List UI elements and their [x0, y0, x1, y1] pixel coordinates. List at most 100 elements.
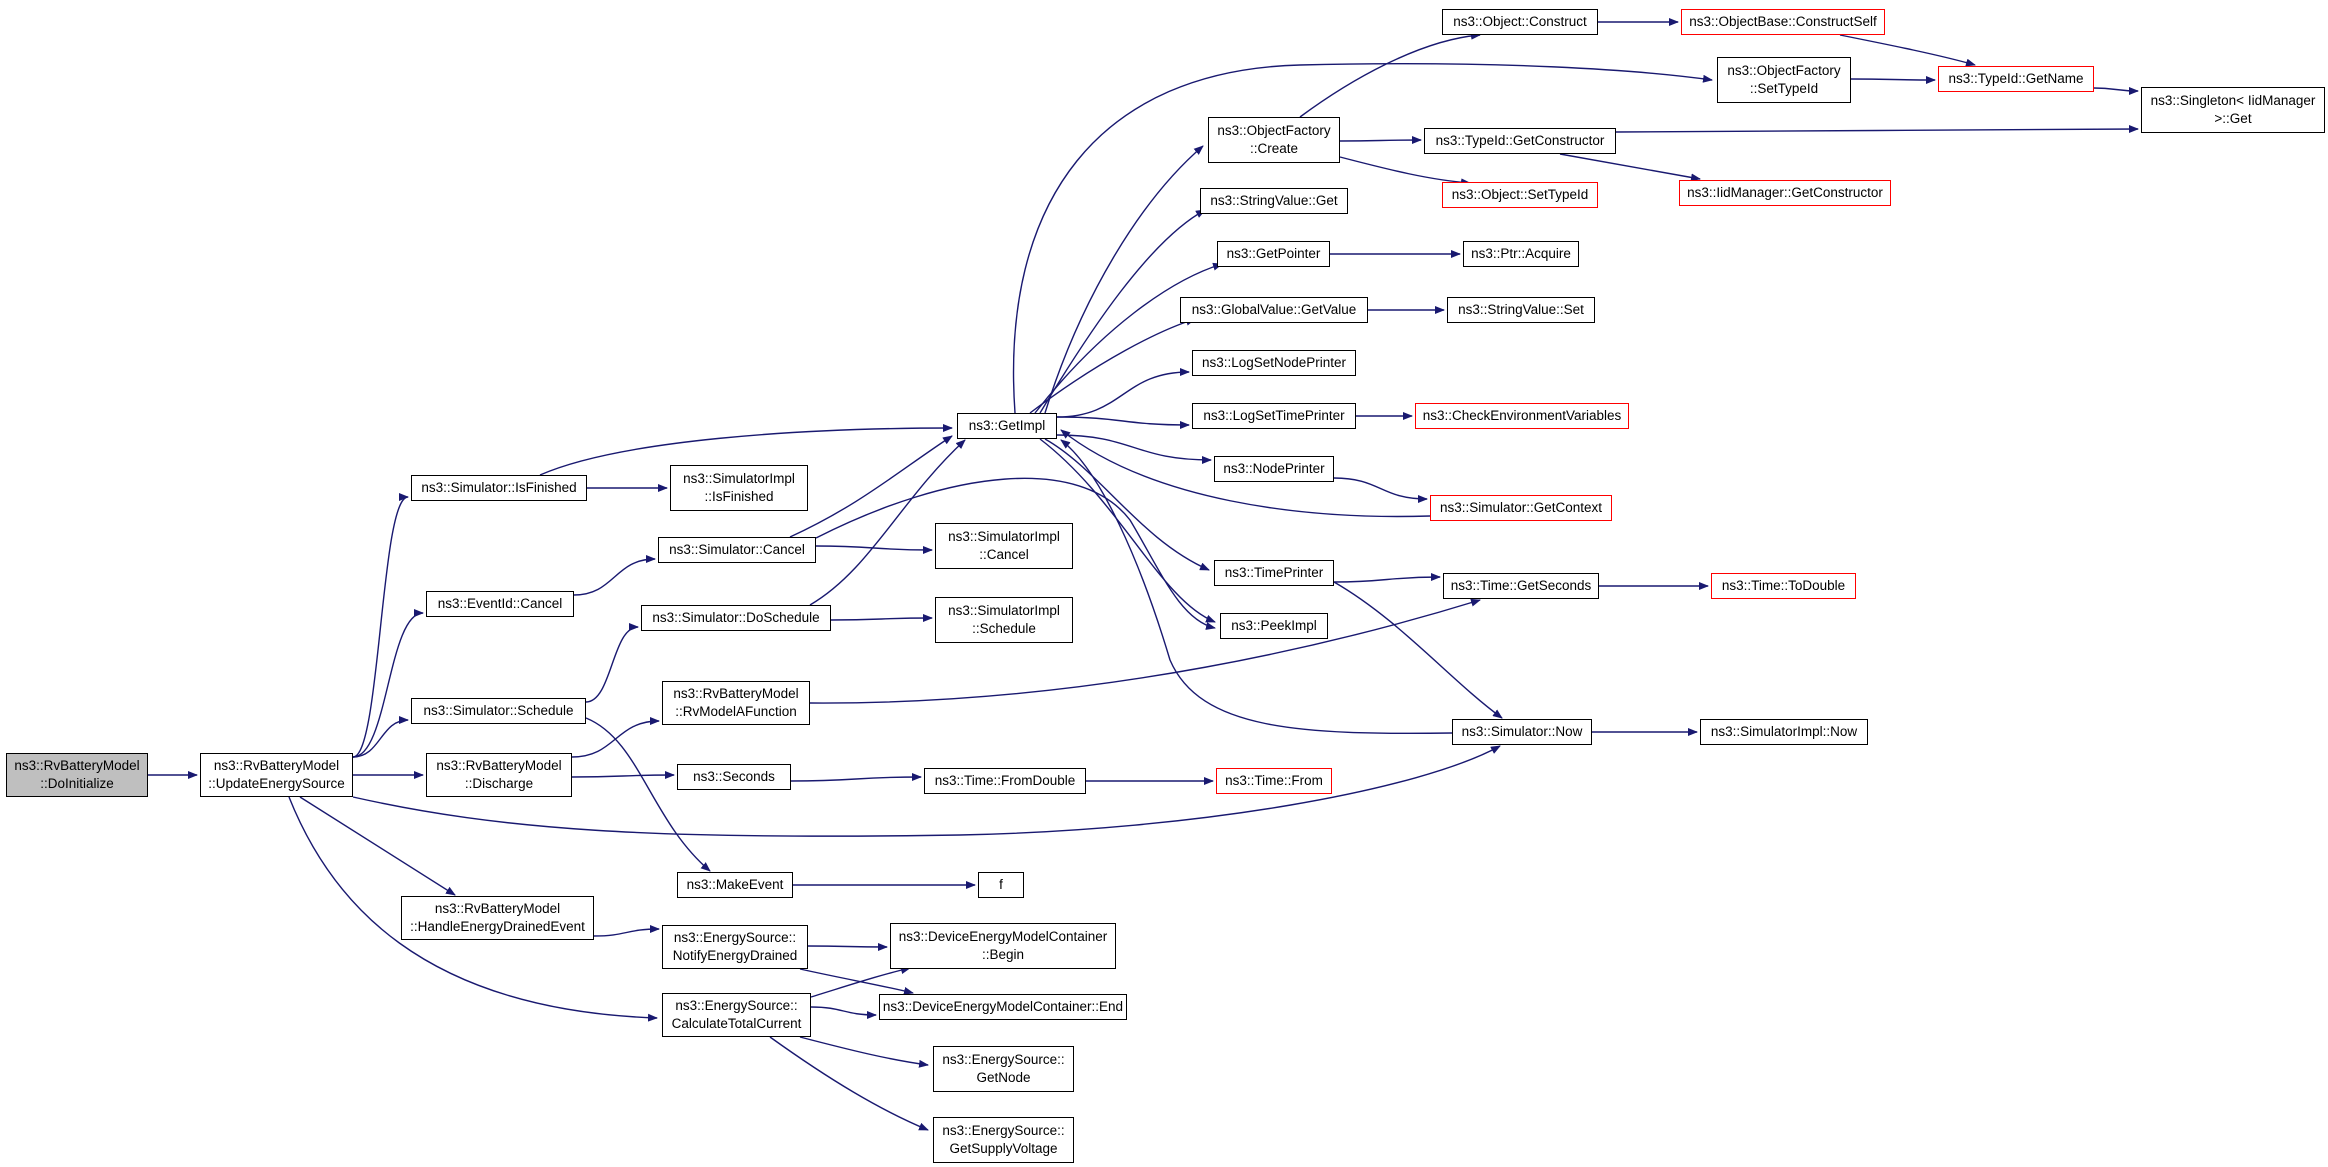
graph-node-getpointer[interactable]: ns3::GetPointer [1217, 241, 1330, 267]
call-edge-notify-to-begin [807, 942, 888, 951]
graph-node-getname[interactable]: ns3::TypeId::GetName [1938, 66, 2094, 92]
call-edge-getimpl-to-getpointer [1034, 262, 1223, 414]
graph-node-lognode[interactable]: ns3::LogSetNodePrinter [1192, 350, 1356, 376]
call-edge-getimpl-to-gvgetvalue [1029, 317, 1196, 414]
call-edge-getimpl-to-logtime [1056, 416, 1190, 429]
graph-node-simimplisfin[interactable]: ns3::SimulatorImpl ::IsFinished [670, 465, 808, 511]
graph-node-rvmodel[interactable]: ns3::RvBatteryModel ::RvModelAFunction [662, 681, 810, 725]
call-edge-discharge-to-rvmodel [571, 717, 660, 758]
graph-node-getcontext[interactable]: ns3::Simulator::GetContext [1430, 495, 1612, 521]
call-edge-ues-to-simnow [352, 745, 1501, 837]
graph-node-getimpl[interactable]: ns3::GetImpl [957, 413, 1057, 439]
call-edge-schedule-to-makeevent [585, 717, 711, 872]
call-edge-getimpl-to-strget [1039, 209, 1206, 414]
call-edge-handle-to-notify [593, 925, 660, 937]
graph-node-ofsettypeid[interactable]: ns3::ObjectFactory ::SetTypeId [1717, 57, 1851, 103]
call-edge-getimpl-to-ofsettypeid [1012, 62, 1713, 414]
call-edge-getimpl-to-nodeprinter [1056, 434, 1212, 464]
graph-node-simnow[interactable]: ns3::Simulator::Now [1452, 719, 1592, 745]
call-edge-ofcreate-to-objsettypeid [1339, 156, 1471, 187]
graph-node-root: ns3::RvBatteryModel ::DoInitialize [6, 753, 148, 797]
call-edge-simnow-to-getimpl [1060, 439, 1453, 735]
graph-node-end[interactable]: ns3::DeviceEnergyModelContainer::End [879, 994, 1127, 1020]
call-edge-calc-to-end [810, 1006, 877, 1019]
graph-node-todouble[interactable]: ns3::Time::ToDouble [1711, 573, 1856, 599]
graph-node-strset[interactable]: ns3::StringValue::Set [1447, 297, 1595, 323]
graph-node-constructself[interactable]: ns3::ObjectBase::ConstructSelf [1681, 9, 1885, 35]
call-edge-evcancel-to-simcancel [573, 555, 656, 596]
graph-node-fromdouble[interactable]: ns3::Time::FromDouble [924, 768, 1086, 794]
call-edge-rvmodel-to-getseconds [809, 598, 1481, 704]
graph-node-getsupply[interactable]: ns3::EnergySource:: GetSupplyVoltage [933, 1117, 1074, 1163]
call-edge-ofsettypeid-to-getname [1850, 75, 1936, 84]
graph-node-getseconds[interactable]: ns3::Time::GetSeconds [1443, 573, 1599, 599]
call-edge-timeprinter-to-simnow [1333, 581, 1503, 719]
call-edge-notify-to-end [799, 968, 914, 995]
graph-node-doschedule[interactable]: ns3::Simulator::DoSchedule [641, 605, 831, 631]
call-edge-constructself-to-getname [1839, 34, 1976, 67]
call-edge-calc-to-getsupply [769, 1036, 929, 1131]
graph-node-singleton[interactable]: ns3::Singleton< IidManager >::Get [2141, 87, 2325, 133]
call-edge-getimpl-to-lognode [1056, 368, 1190, 418]
graph-node-calc[interactable]: ns3::EnergySource:: CalculateTotalCurren… [662, 993, 811, 1037]
call-edge-ues-to-calc [288, 796, 658, 1022]
call-edge-getcontext-to-getimpl [1060, 429, 1431, 518]
call-edge-ofcreate-to-getconstructor [1339, 136, 1422, 145]
call-edge-discharge-to-seconds [571, 771, 675, 780]
call-edge-timeprinter-to-getseconds [1333, 573, 1441, 583]
graph-node-objconstruct[interactable]: ns3::Object::Construct [1442, 9, 1598, 35]
graph-node-f[interactable]: f [978, 872, 1024, 898]
call-edge-seconds-to-fromdouble [790, 773, 922, 782]
graph-node-strget[interactable]: ns3::StringValue::Get [1200, 188, 1348, 214]
graph-node-isfin[interactable]: ns3::Simulator::IsFinished [411, 475, 587, 501]
call-edge-getconstructor-to-singleton [1615, 125, 2139, 134]
graph-node-getconstructor[interactable]: ns3::TypeId::GetConstructor [1424, 128, 1616, 154]
graph-node-logtime[interactable]: ns3::LogSetTimePrinter [1192, 403, 1356, 429]
graph-node-ptracquire[interactable]: ns3::Ptr::Acquire [1463, 241, 1579, 267]
graph-node-iidgetconstructor[interactable]: ns3::IidManager::GetConstructor [1679, 180, 1891, 206]
call-edge-doschedule-to-implschedule [830, 614, 933, 623]
call-edge-ofcreate-to-objconstruct [1299, 31, 1481, 118]
graph-node-ofcreate[interactable]: ns3::ObjectFactory ::Create [1208, 117, 1340, 163]
graph-node-objsettypeid[interactable]: ns3::Object::SetTypeId [1442, 182, 1598, 208]
call-edge-getconstructor-to-iidgetconstructor [1559, 153, 1701, 182]
graph-node-ues[interactable]: ns3::RvBatteryModel ::UpdateEnergySource [200, 753, 353, 797]
graph-node-implcancel[interactable]: ns3::SimulatorImpl ::Cancel [935, 523, 1073, 569]
call-edge-ues-to-evcancel [352, 609, 424, 758]
call-edge-getimpl-to-ofcreate [1044, 145, 1204, 414]
graph-node-getnode[interactable]: ns3::EnergySource:: GetNode [933, 1046, 1074, 1092]
graph-node-simcancel[interactable]: ns3::Simulator::Cancel [658, 537, 816, 563]
call-edge-getname-to-singleton [2093, 86, 2139, 95]
call-edge-getimpl-to-timeprinter [1044, 438, 1210, 571]
call-edge-getimpl-to-peekimpl [1039, 438, 1216, 623]
graph-node-handle[interactable]: ns3::RvBatteryModel ::HandleEnergyDraine… [401, 896, 594, 940]
call-edge-simcancel-to-implcancel [815, 545, 933, 554]
call-edge-doschedule-to-getimpl [809, 439, 966, 606]
call-edge-simcancel-to-peekimpl [815, 477, 1216, 630]
graph-node-schedule[interactable]: ns3::Simulator::Schedule [411, 698, 586, 724]
graph-node-peekimpl[interactable]: ns3::PeekImpl [1220, 613, 1328, 639]
graph-node-makeevent[interactable]: ns3::MakeEvent [677, 872, 793, 898]
graph-node-timefrom[interactable]: ns3::Time::From [1216, 768, 1332, 794]
call-edge-schedule-to-doschedule [585, 623, 639, 703]
graph-node-implnow[interactable]: ns3::SimulatorImpl::Now [1700, 719, 1868, 745]
graph-node-timeprinter[interactable]: ns3::TimePrinter [1214, 560, 1334, 586]
graph-node-notify[interactable]: ns3::EnergySource:: NotifyEnergyDrained [662, 925, 808, 969]
graph-node-checkenv[interactable]: ns3::CheckEnvironmentVariables [1415, 403, 1629, 429]
graph-node-seconds[interactable]: ns3::Seconds [677, 764, 791, 790]
call-edge-simcancel-to-getimpl [789, 435, 953, 538]
call-edge-ues-to-isfin [352, 493, 409, 758]
call-edge-calc-to-begin [810, 966, 911, 998]
graph-node-discharge[interactable]: ns3::RvBatteryModel ::Discharge [426, 753, 572, 797]
graph-node-nodeprinter[interactable]: ns3::NodePrinter [1214, 456, 1334, 482]
call-edge-ues-to-schedule [352, 716, 409, 758]
graph-node-evcancel[interactable]: ns3::EventId::Cancel [426, 591, 574, 617]
call-edge-ues-to-handle [299, 796, 456, 896]
graph-node-begin[interactable]: ns3::DeviceEnergyModelContainer ::Begin [890, 923, 1116, 969]
graph-node-gvgetvalue[interactable]: ns3::GlobalValue::GetValue [1180, 297, 1368, 323]
graph-node-implschedule[interactable]: ns3::SimulatorImpl ::Schedule [935, 597, 1073, 643]
call-edge-calc-to-getnode [799, 1036, 929, 1068]
call-edge-isfin-to-getimpl [539, 424, 953, 476]
